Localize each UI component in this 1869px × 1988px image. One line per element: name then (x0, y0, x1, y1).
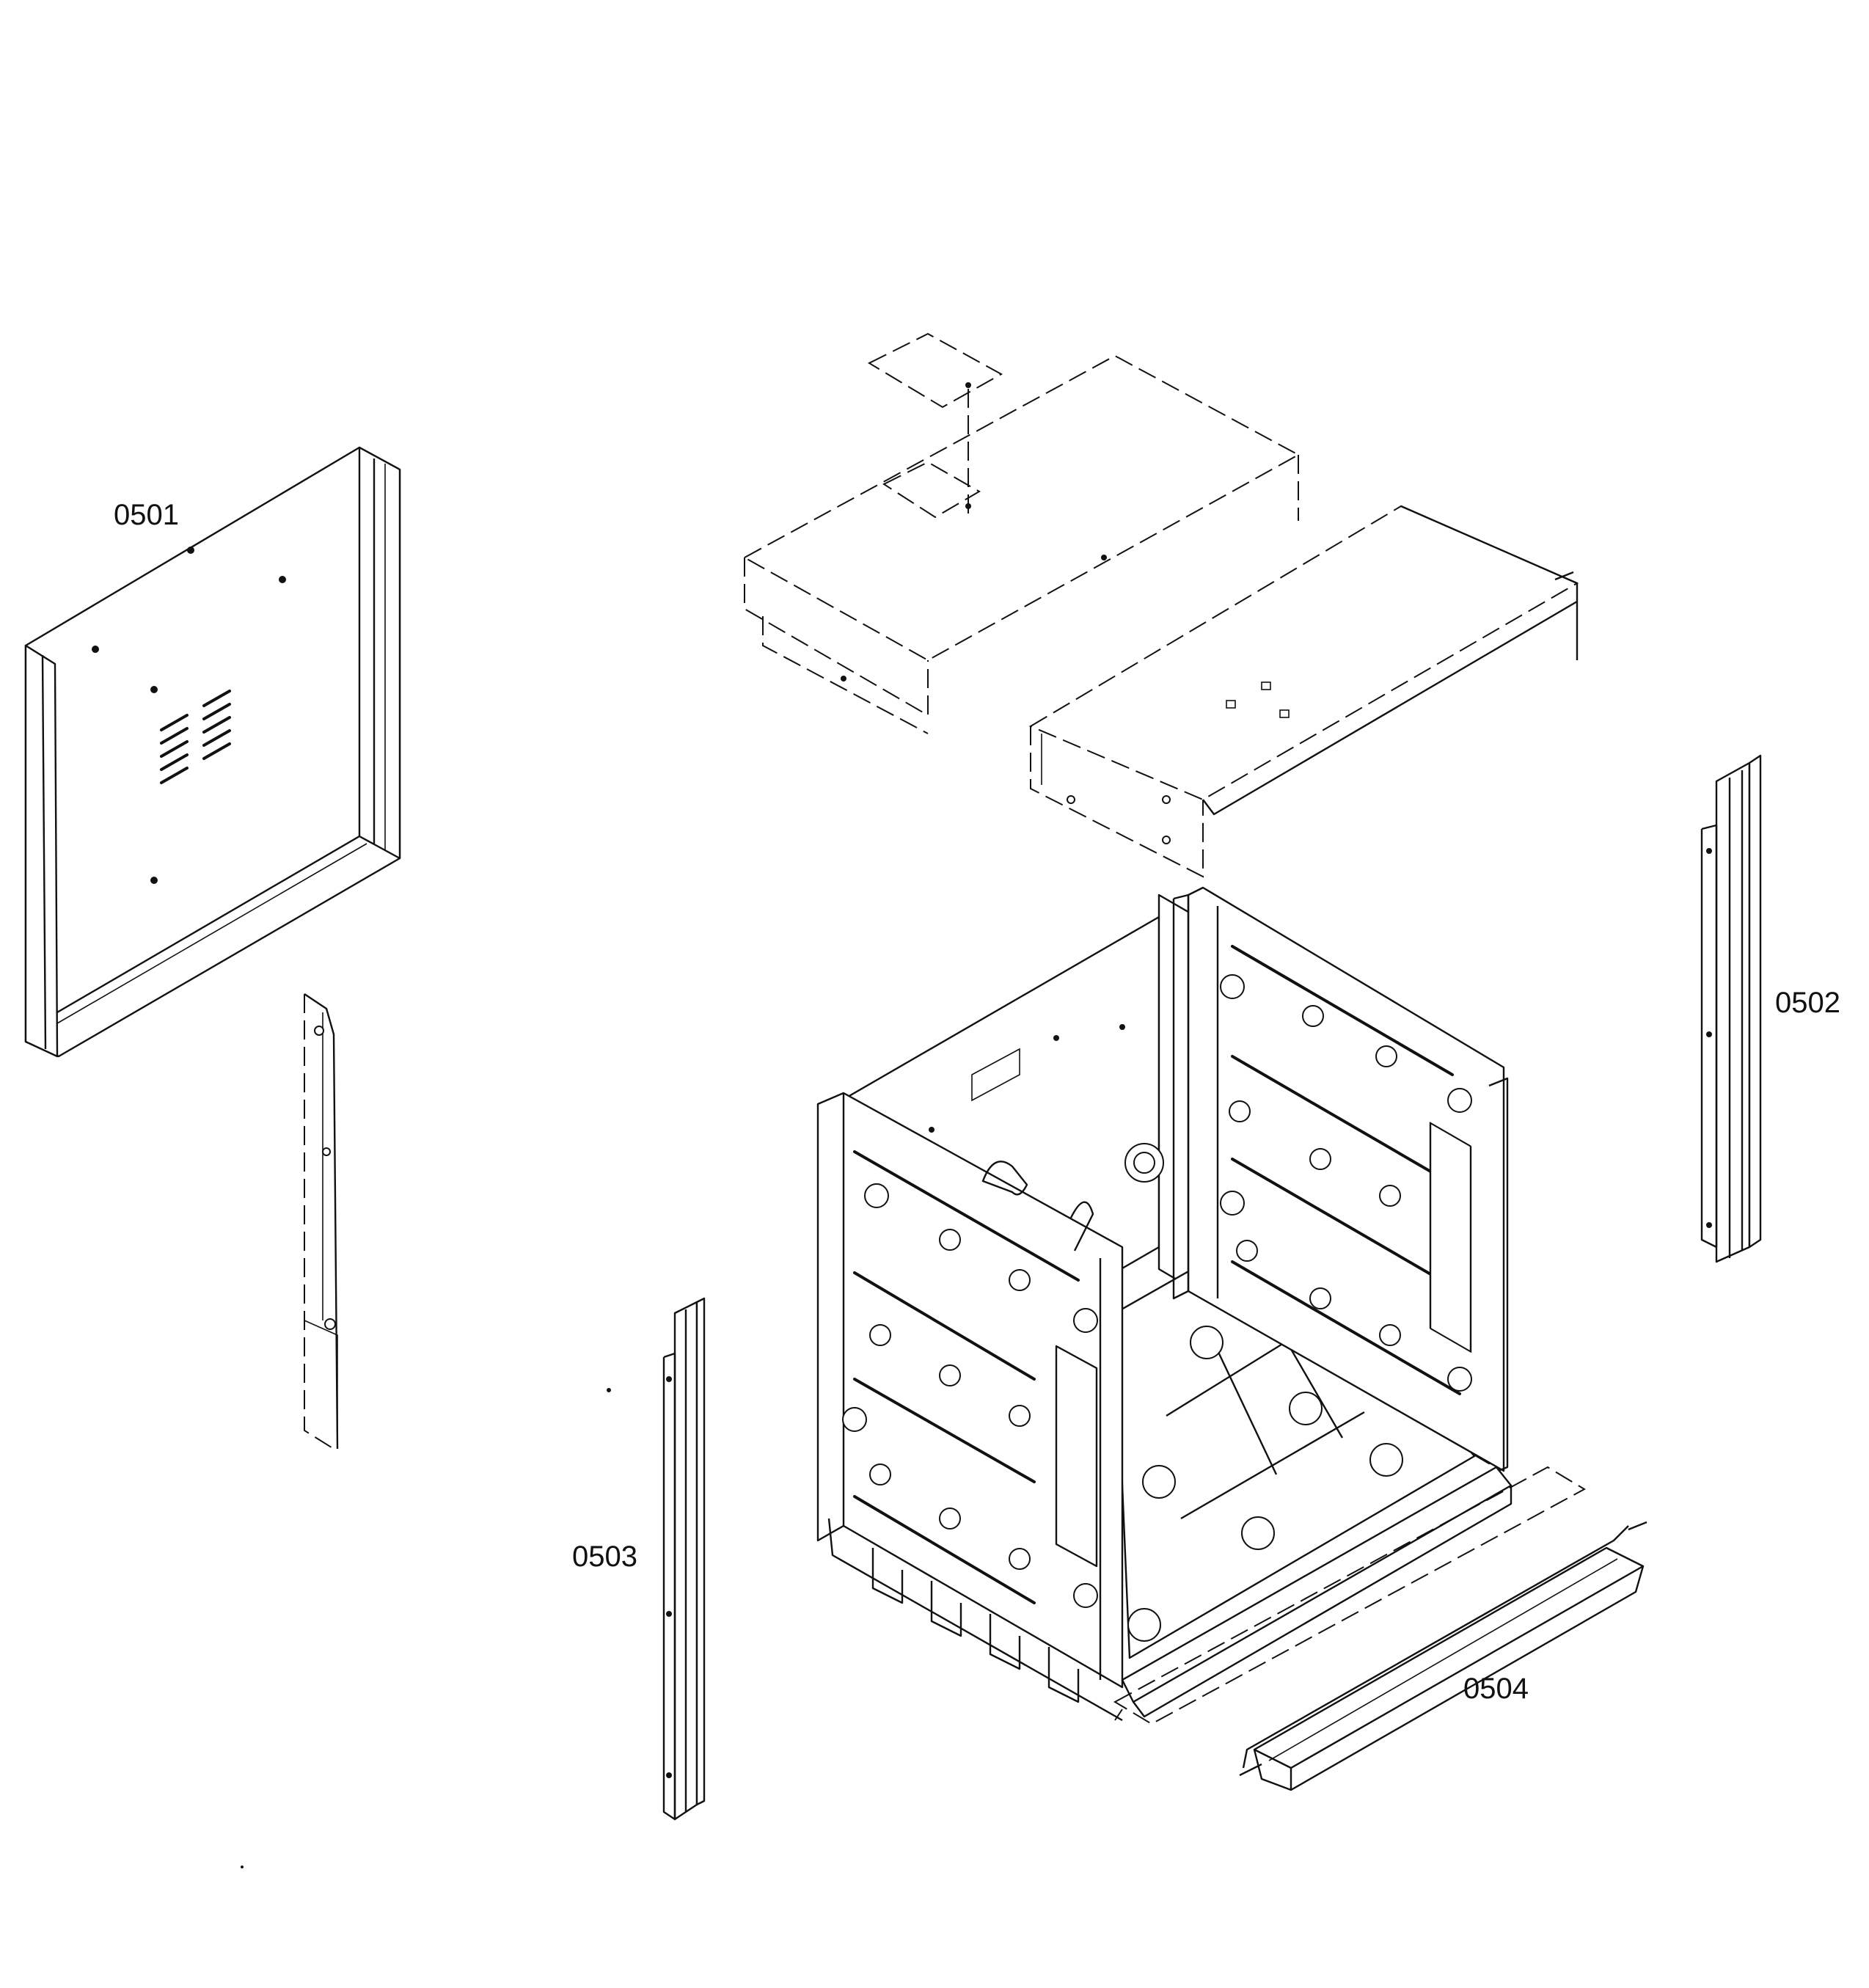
part-0504-bottom-trim[interactable]: 0504 (1113, 1466, 1647, 1791)
part-0501-side-panel[interactable]: 0501 (24, 446, 401, 1058)
callout-0501: 0501 (114, 499, 179, 531)
callout-0503: 0503 (572, 1541, 637, 1573)
vent-slots (160, 690, 231, 784)
part-0503-left-trim[interactable]: 0503 (572, 1297, 706, 1821)
oven-cavity[interactable] (816, 886, 1513, 1722)
callout-0502: 0502 (1775, 987, 1840, 1019)
callout-0504: 0504 (1463, 1673, 1529, 1705)
top-cover[interactable] (742, 332, 1301, 734)
rear-duct[interactable] (1028, 505, 1579, 878)
part-0502-right-trim[interactable]: 0502 (1700, 754, 1840, 1263)
side-bracket[interactable] (304, 993, 339, 1450)
